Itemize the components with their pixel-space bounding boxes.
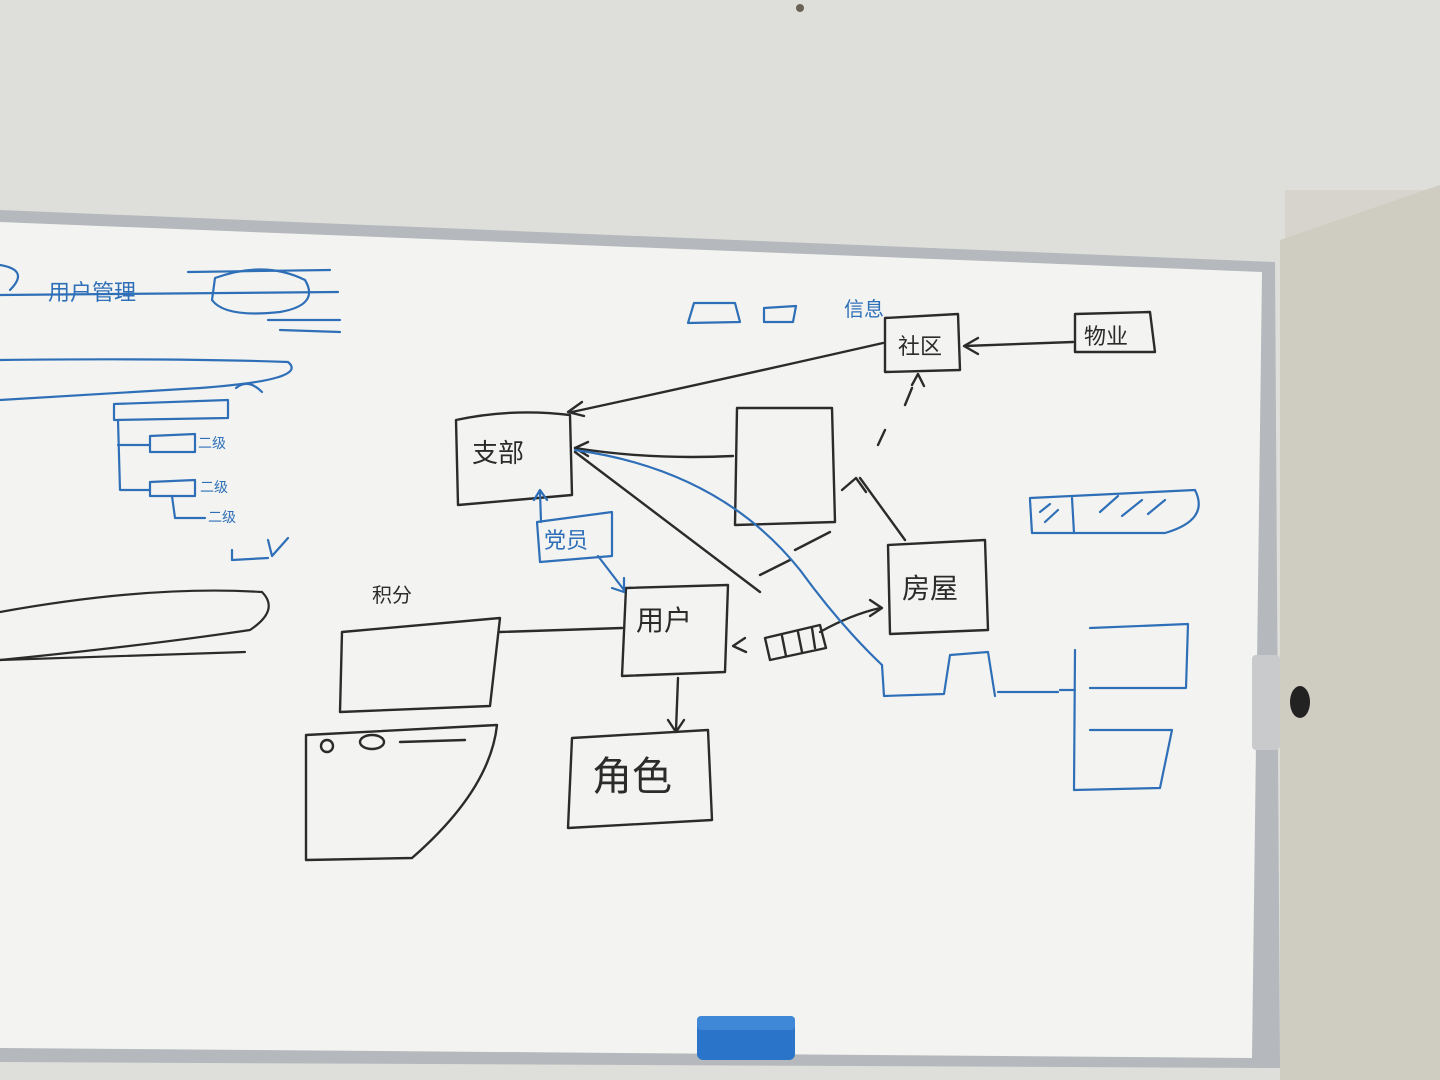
blue-arrow-dangyuan-yonghu <box>596 554 626 594</box>
blue-checkmark <box>230 536 290 562</box>
box-yonghu <box>620 583 730 678</box>
dash-2 <box>876 428 887 447</box>
box-panel <box>304 723 499 862</box>
arrowhead-zhibu <box>566 400 586 418</box>
blue-hatched-divider <box>1070 496 1076 535</box>
line-middle-zhibu <box>573 446 735 459</box>
box-wuye <box>1073 310 1157 354</box>
label-dangyuan: 党员 <box>544 529 588 554</box>
blue-curve-zhibu <box>573 448 884 667</box>
blue-tree-node-2 <box>148 478 197 498</box>
wall-shadow <box>1280 185 1440 1080</box>
blue-tree-node-1 <box>148 432 197 454</box>
blue-oval-left <box>0 263 20 292</box>
arrowhead-shequ <box>962 336 980 356</box>
blue-box-dangyuan <box>535 510 614 564</box>
black-left-swoop <box>0 589 270 662</box>
box-zhibu <box>454 411 574 507</box>
whiteboard-eraser <box>697 1016 795 1060</box>
blue-hatch-lines <box>1038 494 1167 524</box>
blue-tree-branch <box>170 494 207 520</box>
label-jifen: 积分 <box>372 583 412 607</box>
dash-1 <box>903 386 914 407</box>
blue-line-tabs <box>266 318 342 334</box>
blue-trapezoid <box>686 301 742 325</box>
line-zhibu-down <box>573 450 762 594</box>
black-left-line <box>0 650 247 662</box>
box-shequ <box>883 312 962 374</box>
blue-box-qu <box>880 650 997 698</box>
label-wuye: 物业 <box>1084 325 1128 350</box>
panel-circle-1 <box>319 738 335 754</box>
blue-long-swoop <box>0 358 293 402</box>
blue-arrow-dangyuan-zhibu <box>532 488 549 524</box>
line-fangwu-middle <box>858 476 907 542</box>
label-zhibu: 支部 <box>472 439 524 469</box>
label-yonghu: 用户 <box>636 604 692 637</box>
blue-hatched-bar <box>1028 488 1200 535</box>
panel-line <box>398 738 467 744</box>
whiteboard-knob <box>1290 686 1310 718</box>
arrowhead-fangwu-left <box>868 598 884 618</box>
line-yonghu-jiaose <box>674 676 680 732</box>
line-tube-fangwu <box>818 606 882 634</box>
line-jifen-yonghu <box>498 626 624 634</box>
box-middle <box>733 406 837 527</box>
label-fangwu: 房屋 <box>902 572 958 605</box>
dash-4 <box>758 558 792 577</box>
blue-small-rect <box>762 304 798 324</box>
label-xinxi: 信息 <box>844 297 884 321</box>
line-shequ-zhibu <box>570 341 885 414</box>
line-wuye-shequ <box>963 340 1075 348</box>
whiteboard-side-bracket <box>1252 655 1280 750</box>
blue-oval-manage <box>210 268 311 315</box>
blue-underline-top <box>0 268 340 297</box>
blue-cloud-1 <box>234 382 264 394</box>
tube <box>763 623 828 662</box>
label-jiaose: 角色 <box>592 754 672 800</box>
arrowhead-fangwu-top <box>840 476 868 494</box>
label-erji-3: 二级 <box>208 510 236 526</box>
box-jiaose <box>566 728 714 830</box>
panel-circle-2 <box>358 733 386 751</box>
blue-right-tree <box>1058 622 1190 792</box>
tube-rib-1 <box>780 634 788 658</box>
blue-tree-trunk <box>116 418 152 492</box>
arrowhead-jiaose <box>666 718 686 734</box>
tube-rib-3 <box>810 626 817 650</box>
tube-rib-2 <box>796 630 804 654</box>
label-yonghu-guanli: 用户管理 <box>48 281 136 306</box>
whiteboard-surface <box>0 222 1262 1058</box>
arrowhead-shequ-up <box>910 372 926 388</box>
wall-nail <box>796 4 804 12</box>
label-shequ: 社区 <box>898 335 942 360</box>
dash-3 <box>793 530 832 552</box>
arrowhead-yonghu-right <box>731 636 748 654</box>
label-erji-2: 二级 <box>200 480 228 496</box>
box-jifen <box>338 616 502 714</box>
arrowhead-zhibu-left <box>573 440 590 458</box>
box-fangwu <box>886 538 990 636</box>
blue-tree-root <box>112 398 230 422</box>
label-erji-1: 二级 <box>198 436 226 452</box>
